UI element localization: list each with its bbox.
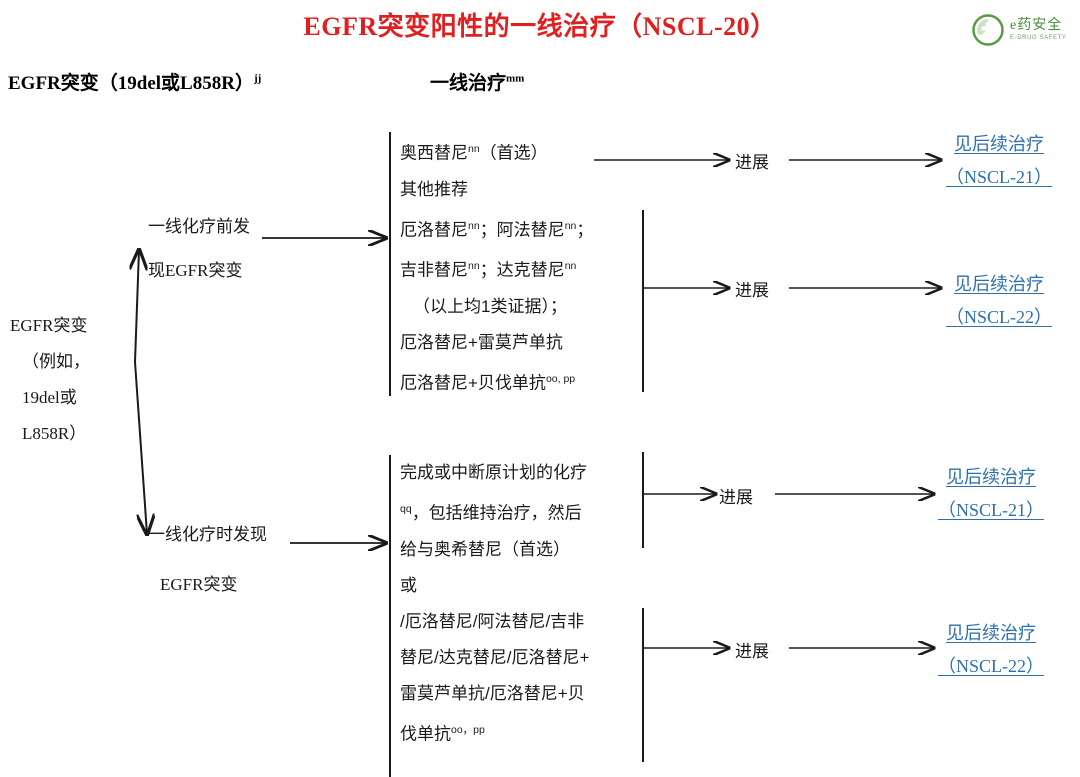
treatment-upper-line-6: 厄洛替尼+雷莫芦单抗 bbox=[400, 332, 563, 352]
footnote-marker-nn: nn bbox=[468, 219, 480, 232]
progression-label-3: 进展 bbox=[719, 488, 753, 507]
link-label[interactable]: 见后续治疗 bbox=[946, 467, 1036, 487]
footnote-marker-nn: nn bbox=[468, 143, 480, 155]
logo-text-en: E-DRUG SAFETY bbox=[1010, 35, 1067, 41]
treatment-lower-line-6: 替尼/达克替尼/厄洛替尼+ bbox=[400, 647, 590, 667]
treatment-lower-line-8: 伐单抗oo，pp bbox=[400, 712, 589, 753]
treatment-block-upper: 奥西替尼nn（首选） 其他推荐 厄洛替尼nn；阿法替尼nn； 吉非替尼nn；达克… bbox=[392, 131, 593, 402]
node-branch-upper-line-2: 现EGFR突变 bbox=[148, 261, 243, 280]
link-nscl-21-lower[interactable]: 见后续治疗 （NSCL-21） bbox=[938, 461, 1044, 527]
progression-label-2: 进展 bbox=[735, 281, 769, 300]
treatment-upper-drug-dacomitinib: ；达克替尼 bbox=[479, 260, 565, 280]
node-branch-lower-line-2: EGFR突变 bbox=[160, 575, 238, 594]
link-nscl-22-lower[interactable]: 见后续治疗 （NSCL-22） bbox=[938, 617, 1044, 683]
logo-text: e药安全 E-DRUG SAFETY bbox=[1010, 18, 1067, 42]
progression-label-4: 进展 bbox=[735, 642, 769, 661]
treatment-upper-line-5: （以上均1类证据）； bbox=[413, 296, 567, 316]
treatment-upper-line-7: 厄洛替尼+贝伐单抗oo, pp bbox=[400, 361, 593, 402]
treatment-upper-drug-erlotinib: 厄洛替尼 bbox=[400, 220, 468, 240]
treatment-lower-line-2-text: ，包括维持治疗，然后 bbox=[411, 503, 582, 523]
link-ref[interactable]: （NSCL-22） bbox=[946, 307, 1053, 327]
treatment-lower-line-5: /厄洛替尼/阿法替尼/吉非 bbox=[400, 611, 585, 631]
treatment-lower-line-2: qq，包括维持治疗，然后 bbox=[400, 491, 589, 532]
link-nscl-21-upper[interactable]: 见后续治疗 （NSCL-21） bbox=[946, 128, 1052, 194]
footnote-marker-jj: jj bbox=[253, 72, 262, 85]
logo-text-cn: e药安全 bbox=[1010, 18, 1063, 33]
treatment-upper-preferred-tag: （首选） bbox=[479, 143, 548, 163]
arrow-root-to-lower-branch bbox=[134, 361, 147, 534]
treatment-upper-line-3-sep: ； bbox=[576, 220, 594, 240]
node-root-egfr-mutation: EGFR突变 （例如， 19del或 L858R） bbox=[10, 308, 90, 452]
link-label[interactable]: 见后续治疗 bbox=[954, 134, 1044, 154]
column-heading-firstline: 一线治疗mm bbox=[430, 68, 524, 95]
node-branch-lower-line-1: 一线化疗时发现 bbox=[148, 525, 267, 544]
treatment-upper-line-1: 奥西替尼nn（首选） bbox=[400, 131, 593, 172]
progression-label-1: 进展 bbox=[735, 153, 769, 172]
treatment-lower-line-1: 完成或中断原计划的化疗 bbox=[400, 463, 587, 482]
node-branch-upper: 一线化疗前发 现EGFR突变 bbox=[148, 205, 250, 293]
treatment-block-lower: 完成或中断原计划的化疗 qq，包括维持治疗，然后 给与奥希替尼（首选） 或 /厄… bbox=[392, 455, 589, 752]
treatment-upper-line-3: 厄洛替尼nn；阿法替尼nn； bbox=[400, 208, 593, 249]
treatment-upper-drug-afatinib: ；阿法替尼 bbox=[479, 220, 565, 240]
footnote-marker-mm: mm bbox=[506, 72, 525, 85]
footnote-marker-nn: nn bbox=[564, 219, 577, 232]
brand-logo: e药安全 E-DRUG SAFETY bbox=[972, 10, 1072, 50]
node-branch-lower: 一线化疗时发现 EGFR突变 bbox=[148, 510, 267, 610]
node-root-line-3: 19del或 bbox=[22, 388, 77, 407]
footnote-marker-qq: qq bbox=[400, 503, 412, 515]
link-ref[interactable]: （NSCL-21） bbox=[946, 167, 1053, 187]
column-heading-firstline-label: 一线治疗 bbox=[430, 73, 507, 94]
link-label[interactable]: 见后续治疗 bbox=[954, 274, 1044, 294]
treatment-lower-line-7: 雷莫芦单抗/厄洛替尼+贝 bbox=[400, 683, 585, 703]
footnote-marker-oo-pp: oo, pp bbox=[545, 372, 576, 385]
node-root-line-4: L858R） bbox=[22, 424, 87, 443]
treatment-lower-drug-bevacizumab: 伐单抗 bbox=[400, 724, 451, 744]
treatment-upper-line-4: 吉非替尼nn；达克替尼nn bbox=[400, 248, 593, 289]
node-root-line-1: EGFR突变 bbox=[10, 316, 88, 335]
treatment-lower-line-4: 或 bbox=[400, 575, 417, 595]
link-ref[interactable]: （NSCL-22） bbox=[938, 656, 1045, 676]
treatment-upper-line-2: 其他推荐 bbox=[400, 179, 468, 199]
treatment-lower-line-3: 给与奥希替尼（首选） bbox=[400, 539, 570, 559]
column-heading-mutation: EGFR突变（19del或L858R）jj bbox=[8, 68, 261, 95]
green-cross-hand-icon bbox=[972, 14, 1004, 46]
footnote-marker-nn: nn bbox=[564, 260, 577, 273]
link-label[interactable]: 见后续治疗 bbox=[946, 623, 1036, 643]
node-root-line-2: （例如， bbox=[22, 352, 90, 371]
link-nscl-22-upper[interactable]: 见后续治疗 （NSCL-22） bbox=[946, 268, 1052, 334]
treatment-upper-drug-erlotinib-bevacizumab: 厄洛替尼+贝伐单抗 bbox=[400, 373, 546, 393]
footnote-marker-nn: nn bbox=[468, 260, 480, 273]
column-heading-mutation-label: EGFR突变（19del或L858R） bbox=[8, 73, 254, 94]
footnote-marker-oo-pp: oo，pp bbox=[451, 723, 485, 736]
arrow-root-to-upper-branch bbox=[135, 250, 139, 363]
link-ref[interactable]: （NSCL-21） bbox=[938, 500, 1045, 520]
treatment-upper-drug-osimertinib: 奥西替尼 bbox=[400, 143, 468, 163]
treatment-upper-drug-gefitinib: 吉非替尼 bbox=[400, 260, 468, 280]
node-branch-upper-line-1: 一线化疗前发 bbox=[148, 217, 250, 236]
page-title: EGFR突变阳性的一线治疗（NSCL-20） bbox=[303, 12, 777, 41]
